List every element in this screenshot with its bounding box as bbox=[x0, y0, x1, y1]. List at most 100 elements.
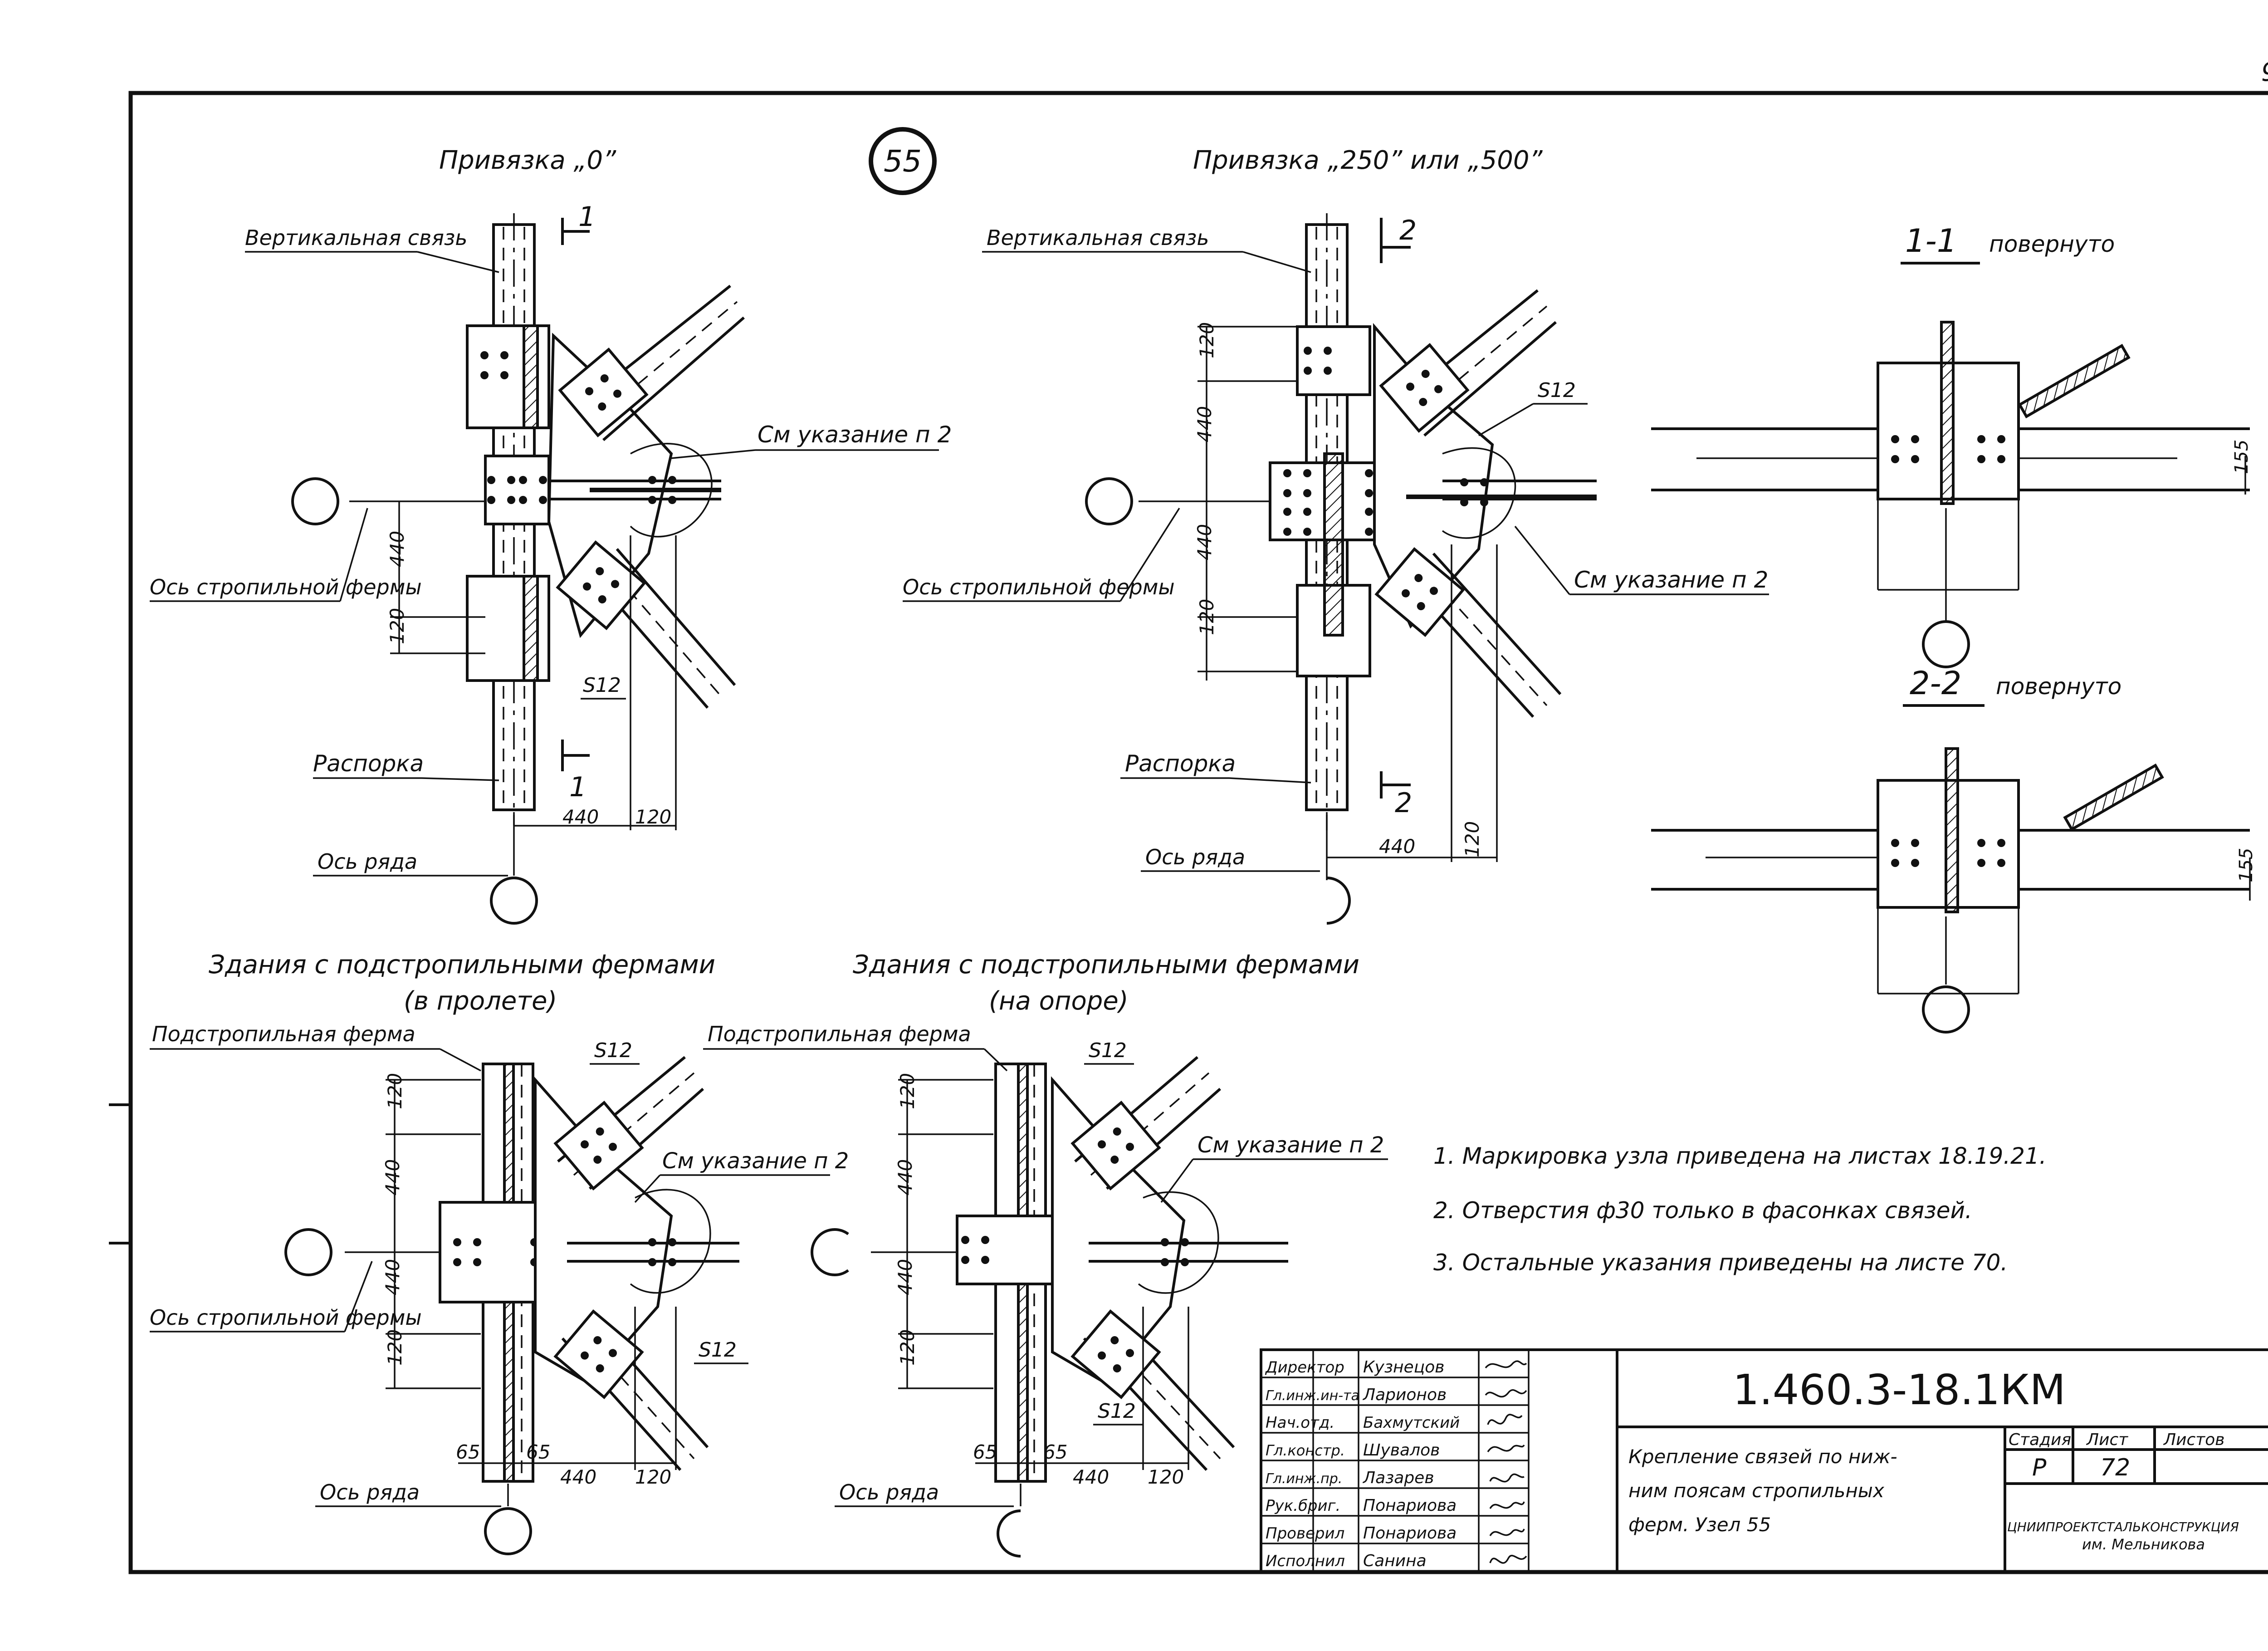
label-sub-truss: Подстропильная ферма bbox=[708, 1022, 971, 1046]
note-item: 3. Остальные указания приведены на листе… bbox=[1433, 1249, 2008, 1276]
section-label: 2-2 bbox=[1910, 665, 1961, 702]
dim-65: 65 bbox=[526, 1441, 550, 1463]
view-top-left: Привязка „0” bbox=[150, 146, 952, 925]
dim-440: 440 bbox=[562, 806, 599, 828]
row-axis-marker bbox=[997, 1509, 1021, 1558]
sheet-frame bbox=[128, 91, 2268, 1574]
view-bottom-middle: Здания с подстропильными фермами (на опо… bbox=[703, 950, 1388, 1558]
dim-s12: S12 bbox=[594, 1039, 632, 1062]
signer-role: Гл.инж.ин-та bbox=[1266, 1388, 1359, 1404]
gusset-plate bbox=[1296, 325, 1371, 396]
notes: 1. Маркировка узла приведена на листах 1… bbox=[1433, 1143, 2047, 1276]
dim-120: 120 bbox=[635, 1466, 671, 1488]
view-title: Привязка „250” или „500” bbox=[1193, 146, 1543, 175]
sheet-number: 90 bbox=[2261, 58, 2268, 87]
dim-s12: S12 bbox=[1089, 1039, 1127, 1062]
stage-header: Стадия bbox=[2009, 1431, 2071, 1449]
signer-name: Лазарев bbox=[1362, 1469, 1434, 1487]
drawing-code: 1.460.3-18.1КМ bbox=[1733, 1366, 2066, 1414]
title-block: Директор Кузнецов Гл.инж.ин-та Ларионов … bbox=[1260, 1348, 2268, 1573]
dim-s12: S12 bbox=[583, 674, 621, 697]
signer-role: Гл.констр. bbox=[1266, 1442, 1345, 1459]
view-top-middle: Привязка „250” или „500” bbox=[903, 146, 1769, 925]
dim-120: 120 bbox=[635, 806, 671, 828]
label-vertical-brace: Вертикальная связь bbox=[245, 225, 467, 250]
truss-axis-marker bbox=[1085, 477, 1133, 525]
dim-155: 155 bbox=[2236, 848, 2257, 882]
dim-s12: S12 bbox=[1098, 1400, 1136, 1423]
description-line: Крепление связей по ниж- bbox=[1628, 1445, 1897, 1468]
section-1-1: 1-1 повернуто 155 bbox=[1651, 222, 2252, 668]
axis-marker bbox=[1922, 620, 1970, 668]
label-row-axis: Ось ряда bbox=[839, 1480, 939, 1504]
dim-440: 440 bbox=[386, 531, 408, 567]
view-heading: Здания с подстропильными фермами bbox=[853, 950, 1359, 980]
dim-120: 120 bbox=[384, 1073, 406, 1109]
dim-120: 120 bbox=[896, 1329, 919, 1366]
section-mark: 1 bbox=[578, 201, 596, 233]
label-vertical-brace: Вертикальная связь bbox=[987, 225, 1209, 250]
dim-120: 120 bbox=[896, 1073, 919, 1109]
note-item: 2. Отверстия ф30 только в фасонках связе… bbox=[1433, 1197, 1972, 1224]
node-marker-number: 55 bbox=[884, 144, 922, 179]
signatures bbox=[1485, 1360, 1527, 1564]
dim-440: 440 bbox=[1073, 1466, 1109, 1488]
truss-axis-marker bbox=[811, 1228, 849, 1276]
label-row-axis: Ось ряда bbox=[320, 1480, 420, 1504]
dim-120: 120 bbox=[386, 608, 408, 644]
dim-440: 440 bbox=[1193, 524, 1216, 560]
section-2-2: 2-2 повернуто 155 bbox=[1651, 665, 2257, 1034]
dim-440: 440 bbox=[381, 1259, 404, 1295]
section-mark: 2 bbox=[1395, 787, 1412, 819]
dim-120: 120 bbox=[1196, 322, 1218, 358]
label-see-note: См указание п 2 bbox=[1198, 1132, 1384, 1158]
label-truss-axis: Ось стропильной фермы bbox=[150, 1305, 422, 1330]
dim-440: 440 bbox=[381, 1159, 404, 1195]
view-title: Привязка „0” bbox=[439, 146, 616, 175]
label-see-note: См указание п 2 bbox=[1574, 567, 1768, 593]
dim-155: 155 bbox=[2231, 440, 2252, 474]
label-truss-axis: Ось стропильной фермы bbox=[150, 575, 422, 599]
dim-120: 120 bbox=[1148, 1466, 1184, 1488]
signer-role: Гл.инж.пр. bbox=[1266, 1471, 1342, 1487]
signer-role: Исполнил bbox=[1266, 1552, 1345, 1570]
row-axis-marker bbox=[1326, 877, 1351, 925]
sheet-value: 72 bbox=[2100, 1454, 2130, 1481]
sheet-header: Лист bbox=[2086, 1431, 2128, 1449]
dim-65: 65 bbox=[1043, 1441, 1067, 1463]
dim-120: 120 bbox=[1196, 599, 1218, 635]
label-see-note: См указание п 2 bbox=[758, 421, 952, 448]
dim-s12: S12 bbox=[1538, 379, 1576, 402]
signer-role: Нач.отд. bbox=[1266, 1414, 1334, 1432]
dim-120: 120 bbox=[1461, 821, 1483, 857]
label-row-axis: Ось ряда bbox=[318, 849, 417, 874]
dim-65: 65 bbox=[973, 1441, 997, 1463]
dim-440: 440 bbox=[894, 1259, 916, 1295]
dim-440: 440 bbox=[894, 1159, 916, 1195]
section-suffix: повернуто bbox=[1989, 231, 2115, 257]
signer-name: Санина bbox=[1363, 1552, 1427, 1570]
node-marker: 55 bbox=[869, 127, 937, 195]
signer-role: Проверил bbox=[1266, 1524, 1344, 1543]
dim-440: 440 bbox=[560, 1466, 596, 1488]
dim-440: 440 bbox=[1193, 406, 1216, 442]
signer-name: Шувалов bbox=[1363, 1441, 1440, 1460]
description-line: ним поясам стропильных bbox=[1628, 1480, 1885, 1502]
sheets-header: Листов bbox=[2163, 1431, 2224, 1449]
row-axis-marker bbox=[484, 1507, 532, 1555]
signer-role: Рук.бриг. bbox=[1266, 1497, 1340, 1515]
dim-120: 120 bbox=[384, 1329, 406, 1366]
label-sub-truss: Подстропильная ферма bbox=[152, 1022, 415, 1046]
view-bottom-left: Здания с подстропильными фермами (в прол… bbox=[150, 950, 849, 1555]
label-strut: Распорка bbox=[1125, 750, 1236, 777]
label-see-note: См указание п 2 bbox=[662, 1148, 849, 1174]
signer-role: Директор bbox=[1265, 1358, 1344, 1377]
note-item: 1. Маркировка узла приведена на листах 1… bbox=[1433, 1143, 2047, 1169]
section-suffix: повернуто bbox=[1996, 673, 2121, 700]
organization-subline: им. Мельникова bbox=[2082, 1536, 2205, 1553]
label-row-axis: Ось ряда bbox=[1145, 845, 1245, 869]
node-connection bbox=[484, 455, 550, 525]
section-mark: 1 bbox=[569, 771, 587, 803]
stage-value: Р bbox=[2032, 1454, 2047, 1481]
section-label: 1-1 bbox=[1905, 222, 1957, 260]
